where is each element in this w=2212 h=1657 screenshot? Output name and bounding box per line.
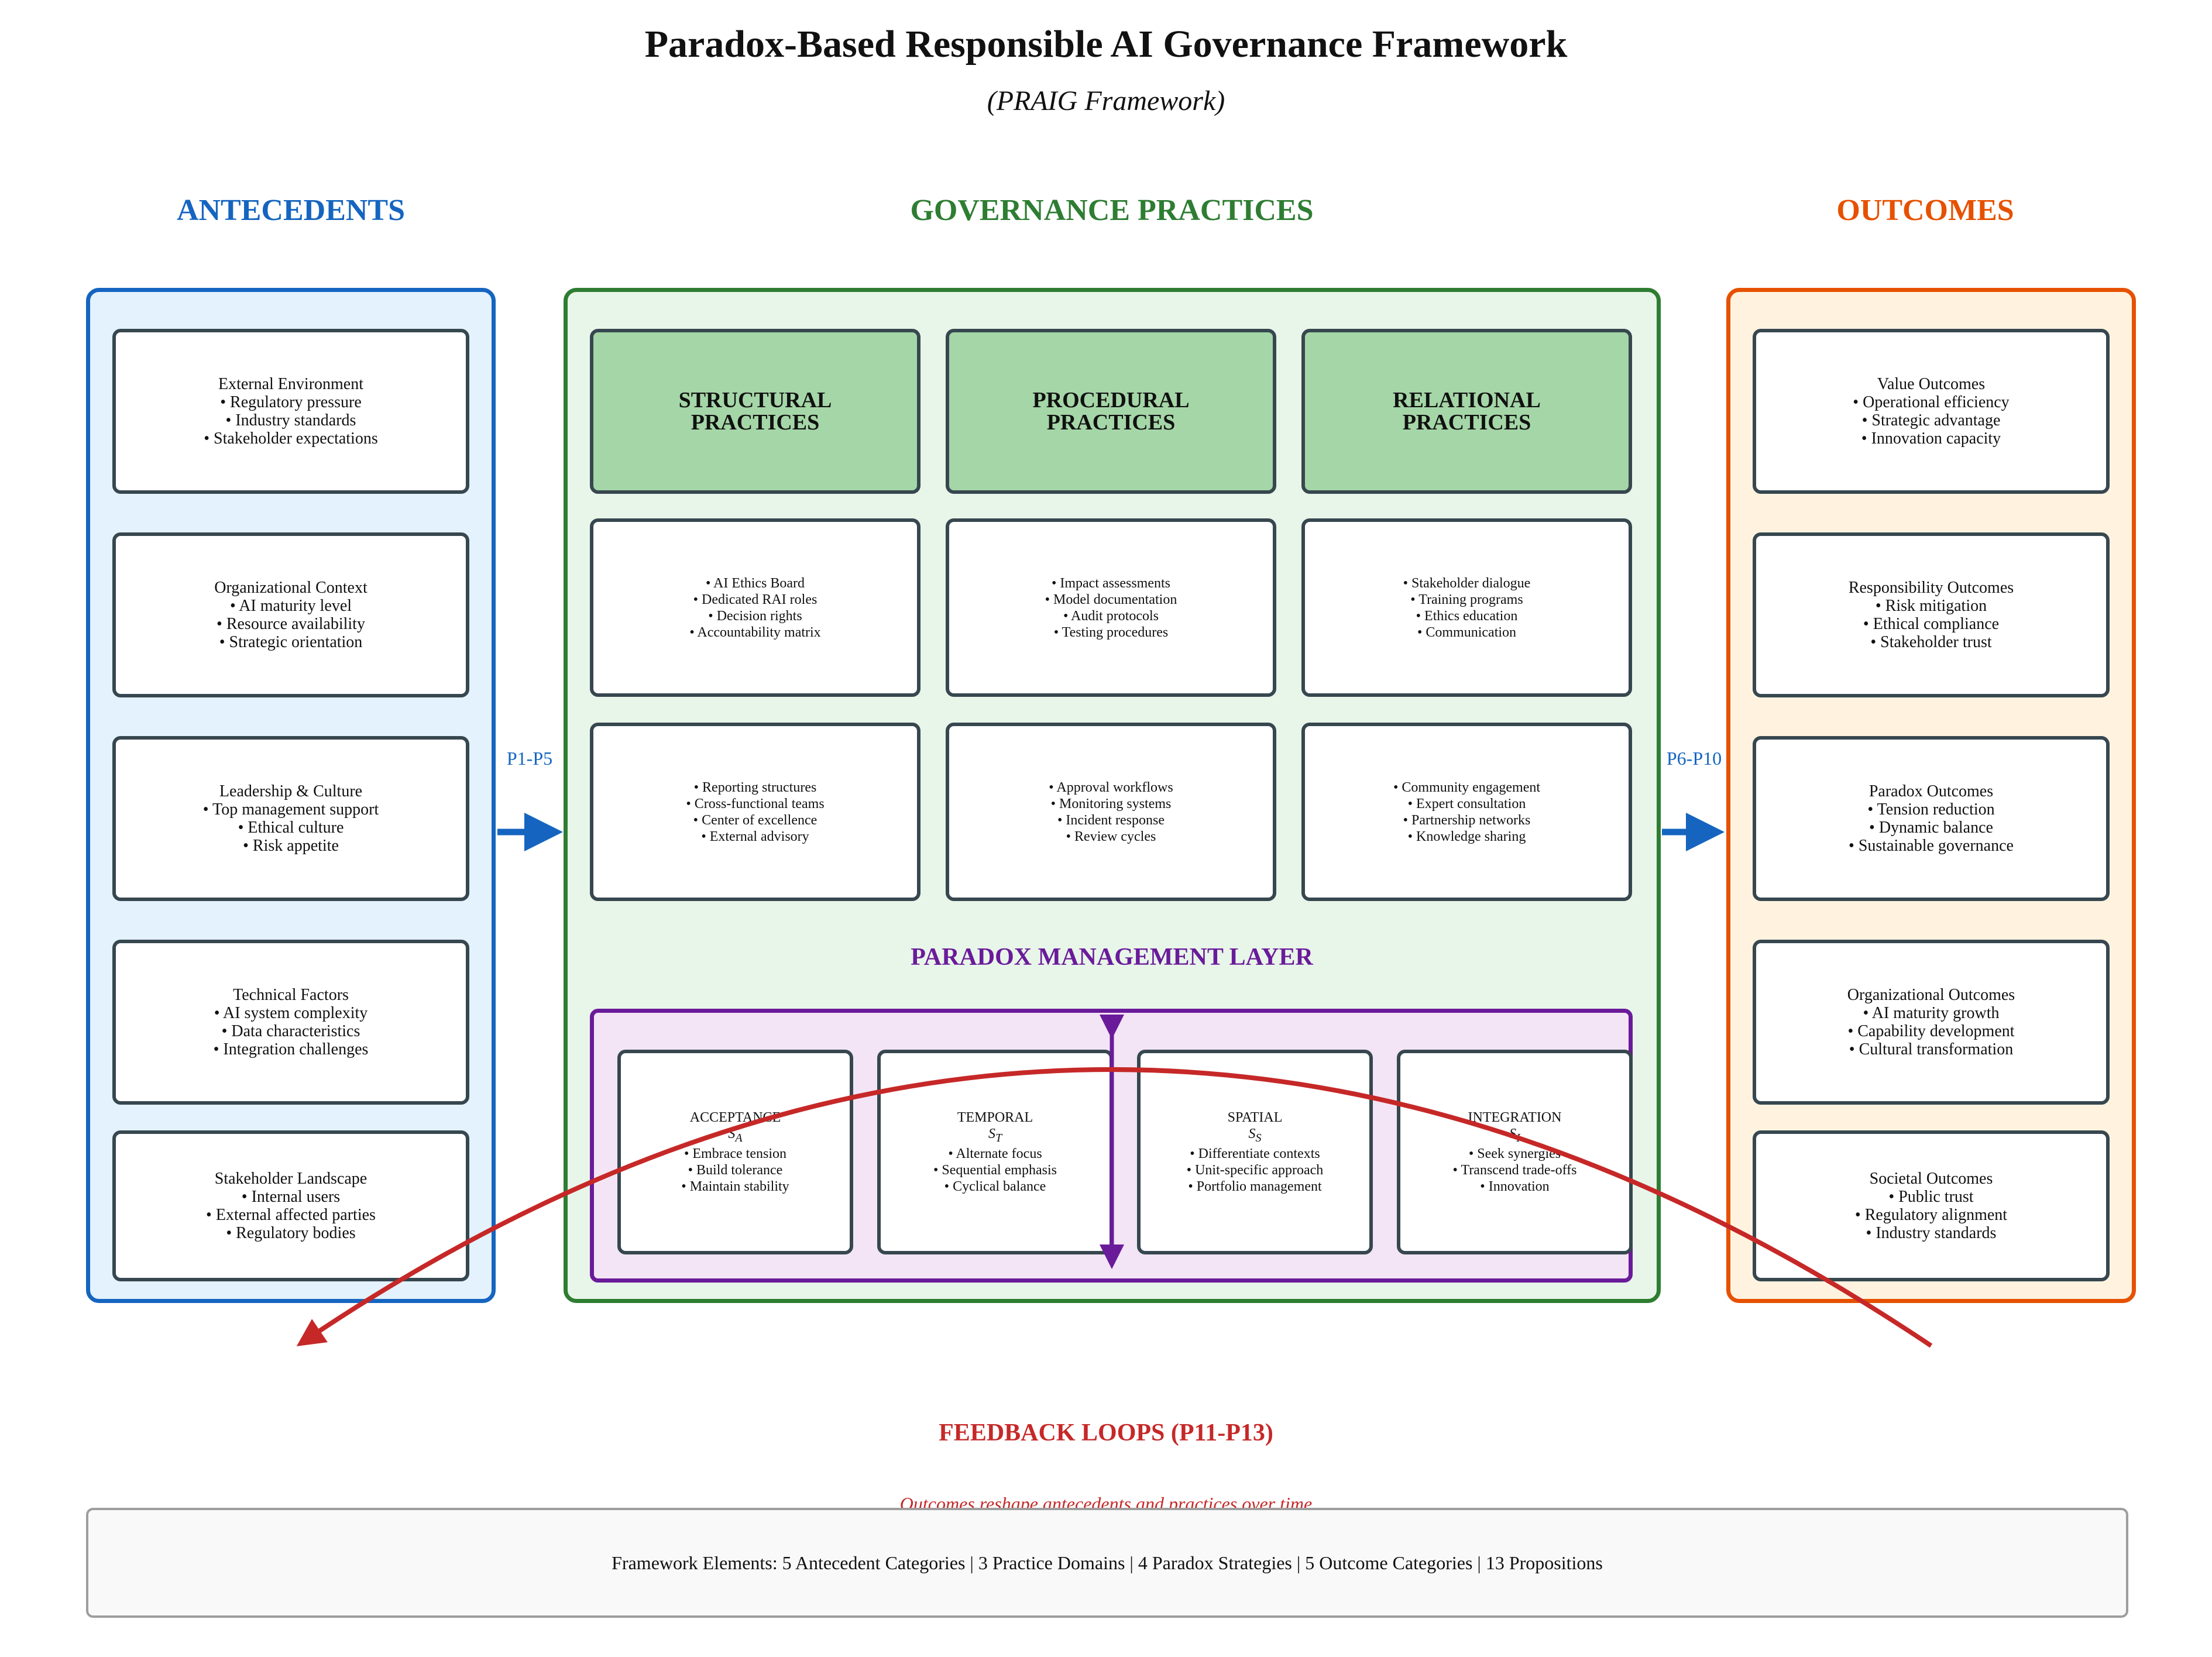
strategy-items: • Alternate focus • Sequential emphasis … (933, 1146, 1057, 1195)
relational-practices-card-1: • Stakeholder dialogue • Training progra… (1301, 518, 1632, 697)
procedural-practices-card-1: • Impact assessments • Model documentati… (946, 518, 1276, 697)
strategy-integration: INTEGRATION SI • Seek synergies • Transc… (1397, 1050, 1633, 1254)
framework-summary-text: Framework Elements: 5 Antecedent Categor… (612, 1552, 1603, 1573)
feedback-loops-title: FEEDBACK LOOPS (P11-P13) (939, 1419, 1273, 1446)
procedural-practices-card-2: • Approval workflows • Monitoring system… (946, 723, 1276, 901)
page-subtitle: (PRAIG Framework) (987, 85, 1225, 116)
structural-practices-header: STRUCTURAL PRACTICES (590, 329, 920, 494)
antecedent-card-leadership-culture: Leadership & Culture • Top management su… (112, 736, 469, 901)
paradox-layer-title: PARADOX MANAGEMENT LAYER (911, 944, 1313, 971)
antecedent-card-external-environment: External Environment • Regulatory pressu… (112, 329, 469, 494)
feedback-loop-arc (296, 1067, 1933, 1348)
strategy-symbol: SS (1248, 1126, 1262, 1144)
strategy-items: • Differentiate contexts • Unit-specific… (1186, 1146, 1324, 1195)
proposition-label-p1-p5: P1-P5 (506, 748, 553, 769)
outcome-card-value: Value Outcomes • Operational efficiency … (1753, 329, 2110, 494)
outcome-card-organizational: Organizational Outcomes • AI maturity gr… (1753, 940, 2110, 1105)
strategy-name: SPATIAL (1227, 1109, 1283, 1125)
outcome-card-societal: Societal Outcomes • Public trust • Regul… (1753, 1130, 2110, 1281)
strategy-name: INTEGRATION (1468, 1109, 1562, 1125)
antecedent-card-technical-factors: Technical Factors • AI system complexity… (112, 940, 469, 1105)
framework-summary-box: Framework Elements: 5 Antecedent Categor… (86, 1508, 2128, 1618)
relational-practices-card-2: • Community engagement • Expert consulta… (1301, 723, 1632, 901)
structural-practices-card-1: • AI Ethics Board • Dedicated RAI roles … (590, 518, 920, 697)
page-title: Paradox-Based Responsible AI Governance … (644, 23, 1568, 66)
relational-practices-header: RELATIONAL PRACTICES (1301, 329, 1632, 494)
strategy-name: TEMPORAL (957, 1109, 1033, 1125)
antecedents-heading: ANTECEDENTS (176, 194, 406, 227)
strategy-symbol: ST (988, 1126, 1002, 1144)
structural-practices-card-2: • Reporting structures • Cross-functiona… (590, 723, 920, 901)
procedural-practices-header: PROCEDURAL PRACTICES (946, 329, 1276, 494)
outcome-card-paradox: Paradox Outcomes • Tension reduction • D… (1753, 736, 2110, 901)
antecedent-card-stakeholder-landscape: Stakeholder Landscape • Internal users •… (112, 1130, 469, 1281)
strategy-items: • Embrace tension • Build tolerance • Ma… (681, 1146, 789, 1195)
outcomes-heading: OUTCOMES (1836, 194, 2014, 227)
strategy-temporal: TEMPORAL ST • Alternate focus • Sequenti… (877, 1050, 1113, 1254)
strategy-acceptance: ACCEPTANCE SA • Embrace tension • Build … (617, 1050, 853, 1254)
practices-heading: GOVERNANCE PRACTICES (910, 194, 1314, 227)
antecedent-card-organizational-context: Organizational Context • AI maturity lev… (112, 532, 469, 697)
strategy-spatial: SPATIAL SS • Differentiate contexts • Un… (1137, 1050, 1373, 1254)
proposition-label-p6-p10: P6-P10 (1666, 748, 1722, 769)
outcome-card-responsibility: Responsibility Outcomes • Risk mitigatio… (1753, 532, 2110, 697)
